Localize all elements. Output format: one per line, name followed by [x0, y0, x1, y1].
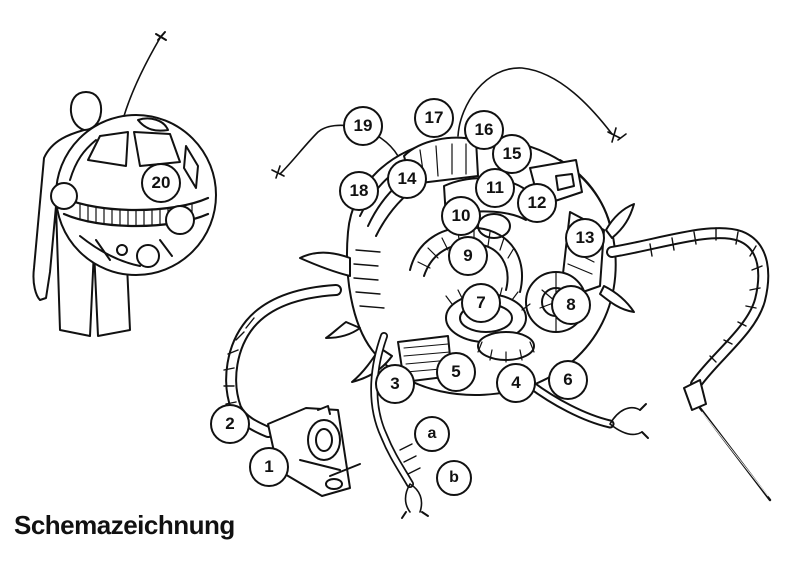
label-13: 13	[565, 218, 605, 258]
label-6: 6	[548, 360, 588, 400]
label-10: 10	[441, 196, 481, 236]
label-18: 18	[339, 171, 379, 211]
label-14: 14	[387, 159, 427, 199]
lower-arm	[370, 332, 429, 519]
bottom-right-arm	[525, 379, 649, 439]
label-16: 16	[464, 110, 504, 150]
label-8: 8	[551, 285, 591, 325]
label-3: 3	[375, 364, 415, 404]
fins	[299, 203, 635, 383]
label-5: 5	[436, 352, 476, 392]
label-b: b	[436, 460, 472, 496]
label-1: 1	[249, 447, 289, 487]
label-15: 15	[492, 134, 532, 174]
label-17: 17	[414, 98, 454, 138]
label-12: 12	[517, 183, 557, 223]
left-gripper	[267, 405, 361, 497]
label-7: 7	[461, 283, 501, 323]
label-20: 20	[141, 163, 181, 203]
diagram-caption: Schemazeichnung	[14, 510, 235, 540]
label-11: 11	[475, 168, 515, 208]
label-19: 19	[343, 106, 383, 146]
right-arm	[606, 227, 772, 502]
label-9: 9	[448, 236, 488, 276]
label-a: a	[414, 416, 450, 452]
label-4: 4	[496, 363, 536, 403]
small-sphere	[50, 31, 217, 276]
label-2: 2	[210, 404, 250, 444]
